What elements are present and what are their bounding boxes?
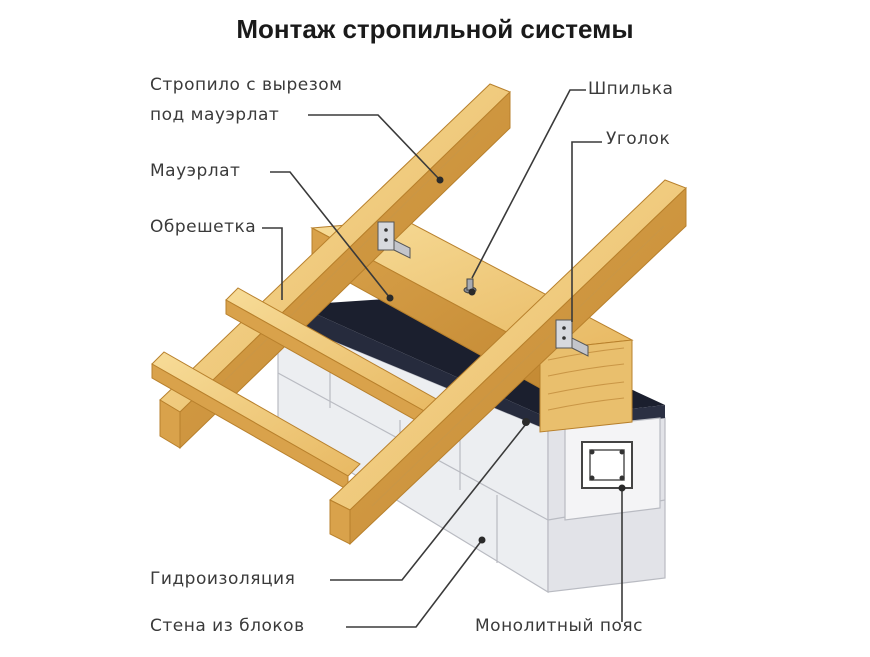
leader-lines [262, 89, 623, 628]
metal-angle-front [555, 319, 589, 357]
leader-stud [471, 89, 586, 279]
label-rafter-line2: под мауэрлат [150, 105, 280, 125]
label-mauerlat: Мауэрлат [150, 161, 241, 181]
rafter-back [159, 83, 511, 450]
diagram-title: Монтаж стропильной системы [236, 14, 634, 44]
label-angle: Уголок [606, 129, 671, 149]
lathing-strips [151, 287, 439, 491]
label-block-wall: Стена из блоков [150, 616, 305, 636]
leader-mauerlat [270, 171, 391, 299]
metal-angle-back [377, 221, 411, 259]
label-waterproofing: Гидроизоляция [150, 569, 296, 589]
leader-angle [571, 141, 602, 322]
label-lathing: Обрешетка [150, 217, 257, 237]
leader-dots [386, 176, 626, 544]
leader-lathing [262, 227, 283, 300]
leader-waterproofing [330, 423, 527, 581]
label-rafter-line1: Стропило с вырезом [150, 75, 343, 95]
label-stud: Шпилька [588, 79, 674, 99]
rafter-front [329, 179, 687, 546]
leader-block-wall [346, 539, 483, 628]
label-monolithic-belt: Монолитный пояс [475, 616, 643, 636]
leader-rafter [308, 114, 441, 181]
monolithic-belt [564, 417, 661, 521]
